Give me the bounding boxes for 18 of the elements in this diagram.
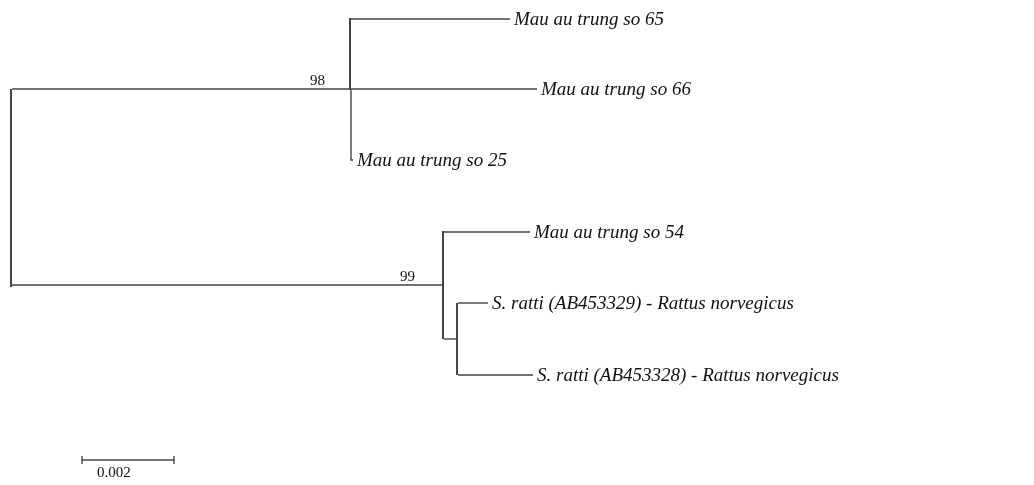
taxon-label: S. ratti (AB453329) - Rattus norvegicus <box>488 291 794 315</box>
taxon-label: Mau au trung so 65 <box>510 7 664 31</box>
scale-value: 0.002 <box>97 463 131 481</box>
tree-branch <box>457 374 534 376</box>
tree-branch <box>11 284 443 286</box>
tree-branch <box>443 338 457 340</box>
bootstrap-value: 99 <box>400 267 415 285</box>
taxon-label: Mau au trung so 25 <box>353 148 507 172</box>
taxon-label: Mau au trung so 54 <box>530 220 684 244</box>
tree-branch <box>11 88 350 90</box>
tree-branch <box>457 302 489 304</box>
taxon-label: S. ratti (AB453328) - Rattus norvegicus <box>533 363 839 387</box>
bootstrap-value: 98 <box>310 71 325 89</box>
taxon-label: Mau au trung so 66 <box>537 77 691 101</box>
tree-branch <box>350 89 354 161</box>
tree-branch <box>350 88 538 90</box>
tree-branch <box>443 231 531 233</box>
tree-branch <box>350 18 511 20</box>
